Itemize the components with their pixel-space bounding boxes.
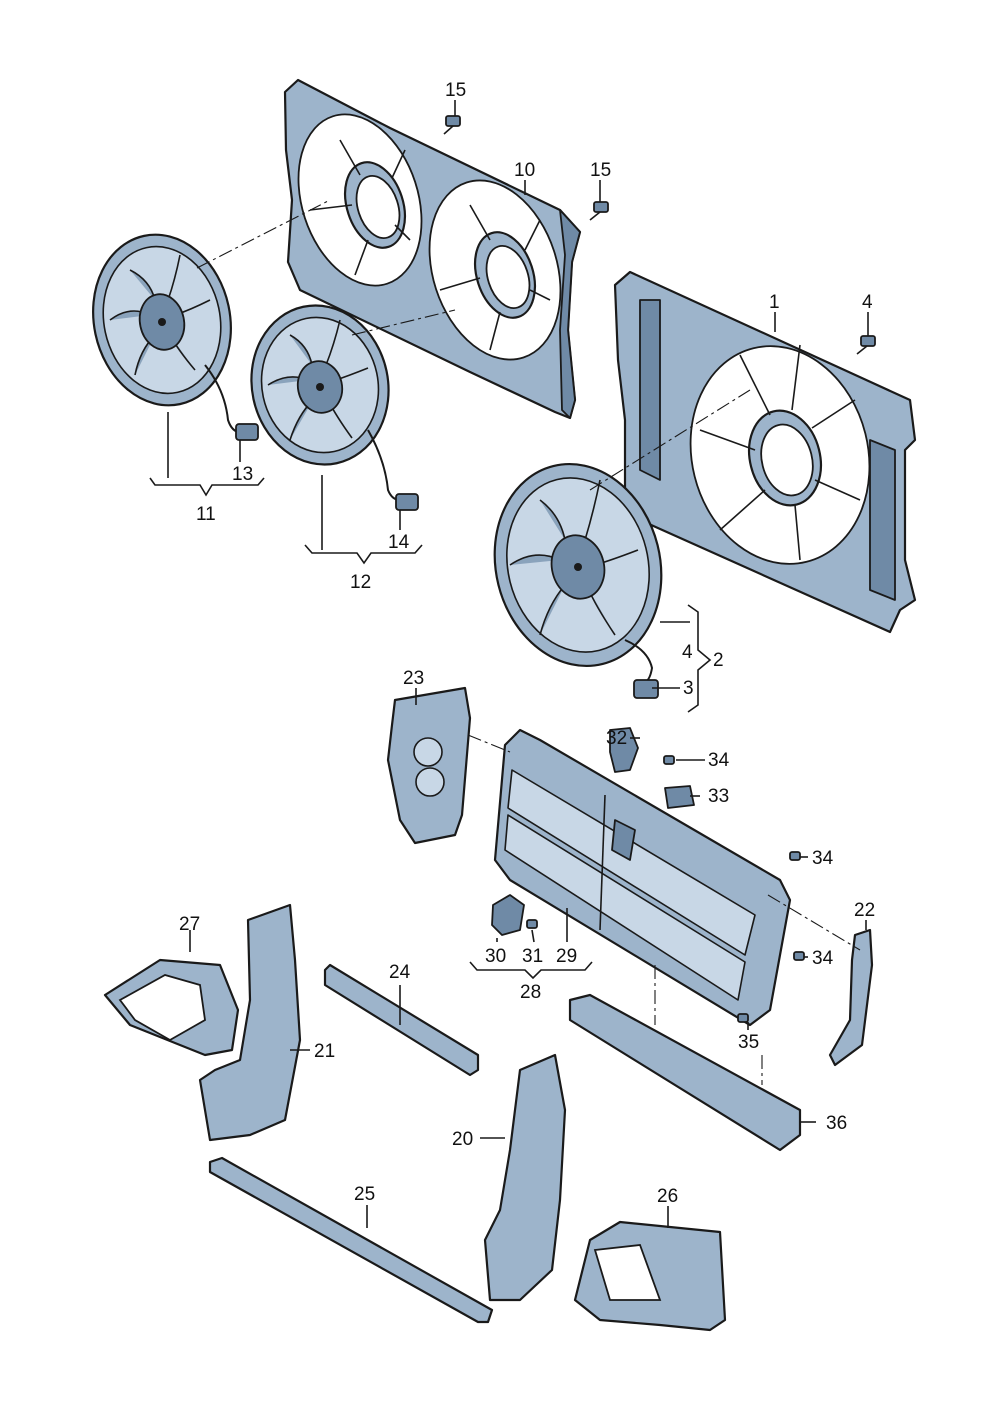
screw-31 [526,919,538,929]
fan-shroud-single [613,270,917,634]
callout-23: 23 [403,668,424,689]
callout-25: 25 [354,1184,375,1205]
screw-4 [856,335,876,355]
callout-15-right: 15 [590,160,611,181]
callout-13: 13 [232,464,253,485]
callout-4-fan: 4 [682,642,693,663]
callout-29: 29 [556,946,577,967]
sealing-rail-25 [208,1156,494,1324]
callout-31: 31 [522,946,543,967]
fan-large [493,462,663,699]
air-duct-27 [103,958,240,1057]
callout-22: 22 [854,900,875,921]
callout-15-top: 15 [445,80,466,101]
air-guide-20 [483,1053,567,1302]
callout-4-screw: 4 [862,292,873,313]
callout-26: 26 [657,1186,678,1207]
callout-34-c: 34 [812,948,834,969]
callout-32: 32 [606,728,627,749]
air-duct-26 [573,1220,727,1332]
callout-24: 24 [389,962,411,983]
fan-middle [250,304,419,511]
radiator-shutter-29 [493,728,792,1027]
callout-2: 2 [713,650,724,671]
callout-1: 1 [769,292,780,313]
callout-34-b: 34 [812,848,834,869]
callout-28: 28 [520,982,541,1003]
spoiler-36 [568,993,802,1152]
callout-10: 10 [514,160,535,181]
callout-11: 11 [196,504,216,525]
callout-21: 21 [314,1041,335,1062]
callout-27: 27 [179,914,200,935]
bracket-33 [664,785,695,809]
fan-left [92,233,259,441]
screw-15-right [589,201,609,221]
callout-35: 35 [738,1032,759,1053]
callout-14: 14 [388,532,410,553]
callouts: 15 10 15 1 4 13 11 14 12 4 2 3 23 32 34 … [179,80,875,1207]
callout-30: 30 [485,946,506,967]
air-guide-23 [386,686,472,845]
leader-lines [167,100,869,1228]
callout-33: 33 [708,786,729,807]
screw-34-a [663,755,675,765]
screw-34-c [793,951,805,961]
callout-12: 12 [350,572,371,593]
callout-36: 36 [826,1113,847,1134]
air-guide-21 [198,903,302,1142]
fan-shroud-double [283,78,582,420]
callout-20: 20 [452,1129,473,1150]
callout-34-a: 34 [708,750,730,771]
screw-15-top [443,115,461,135]
callout-3: 3 [683,678,694,699]
sealing-rail-24 [323,963,480,1077]
sensor-32 [609,727,639,773]
bracket-22 [828,928,874,1067]
actuator-30 [491,894,525,936]
screw-34-b [789,851,801,861]
screw-35 [737,1013,749,1023]
grouping-brackets [149,477,712,980]
assembly-lines [196,199,861,1085]
